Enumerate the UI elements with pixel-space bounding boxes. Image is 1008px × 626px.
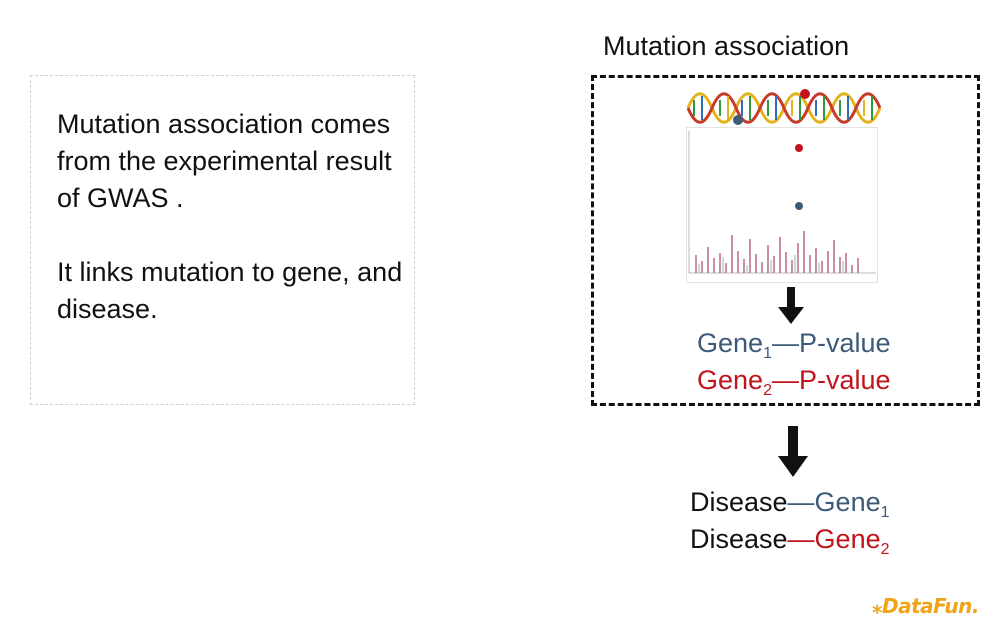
separator: — <box>771 365 799 395</box>
mutation-point-gene1 <box>733 115 743 125</box>
arrow-down-icon <box>778 426 808 477</box>
separator: — <box>787 524 815 554</box>
arrow-down-icon <box>778 287 804 324</box>
gene-label: Gene <box>814 487 881 517</box>
separator: — <box>787 487 815 517</box>
disease-row-gene1: Disease—Gene1 <box>690 487 890 521</box>
manhattan-plot-thumbnail <box>686 127 878 283</box>
pvalue-label: P-value <box>798 365 891 395</box>
explanation-paragraph-links: It links mutation to gene, and disease. <box>57 257 403 324</box>
logo-text: DataFun. <box>881 594 979 618</box>
gene-label: Gene <box>814 524 881 554</box>
mutation-point-gene2 <box>800 89 810 99</box>
gene-subscript: 1 <box>880 504 890 521</box>
disease-label: Disease <box>690 487 788 517</box>
pvalue-label: P-value <box>798 328 891 358</box>
gene-label: Gene <box>697 365 764 395</box>
separator: — <box>771 328 799 358</box>
disease-label: Disease <box>690 524 788 554</box>
mutation-association-panel <box>591 75 980 406</box>
datafun-logo: ⁎DataFun. <box>872 594 979 618</box>
panel-title: Mutation association <box>603 31 850 61</box>
dna-helix-icon <box>686 89 882 125</box>
gene-label: Gene <box>697 328 764 358</box>
logo-spark-icon: ⁎ <box>872 594 882 618</box>
pvalue-row-gene2: Gene2—P-value <box>697 365 891 399</box>
explanation-box: Mutation association comes from the expe… <box>30 75 415 405</box>
plot-point-gene2 <box>795 144 803 152</box>
gene-subscript: 2 <box>880 541 890 558</box>
gene-subscript: 2 <box>763 382 772 399</box>
disease-row-gene2: Disease—Gene2 <box>690 524 890 558</box>
pvalue-row-gene1: Gene1—P-value <box>697 328 891 362</box>
explanation-paragraph-gwas: Mutation association comes from the expe… <box>57 109 392 213</box>
plot-point-gene1 <box>795 202 803 210</box>
gene-subscript: 1 <box>763 345 772 362</box>
